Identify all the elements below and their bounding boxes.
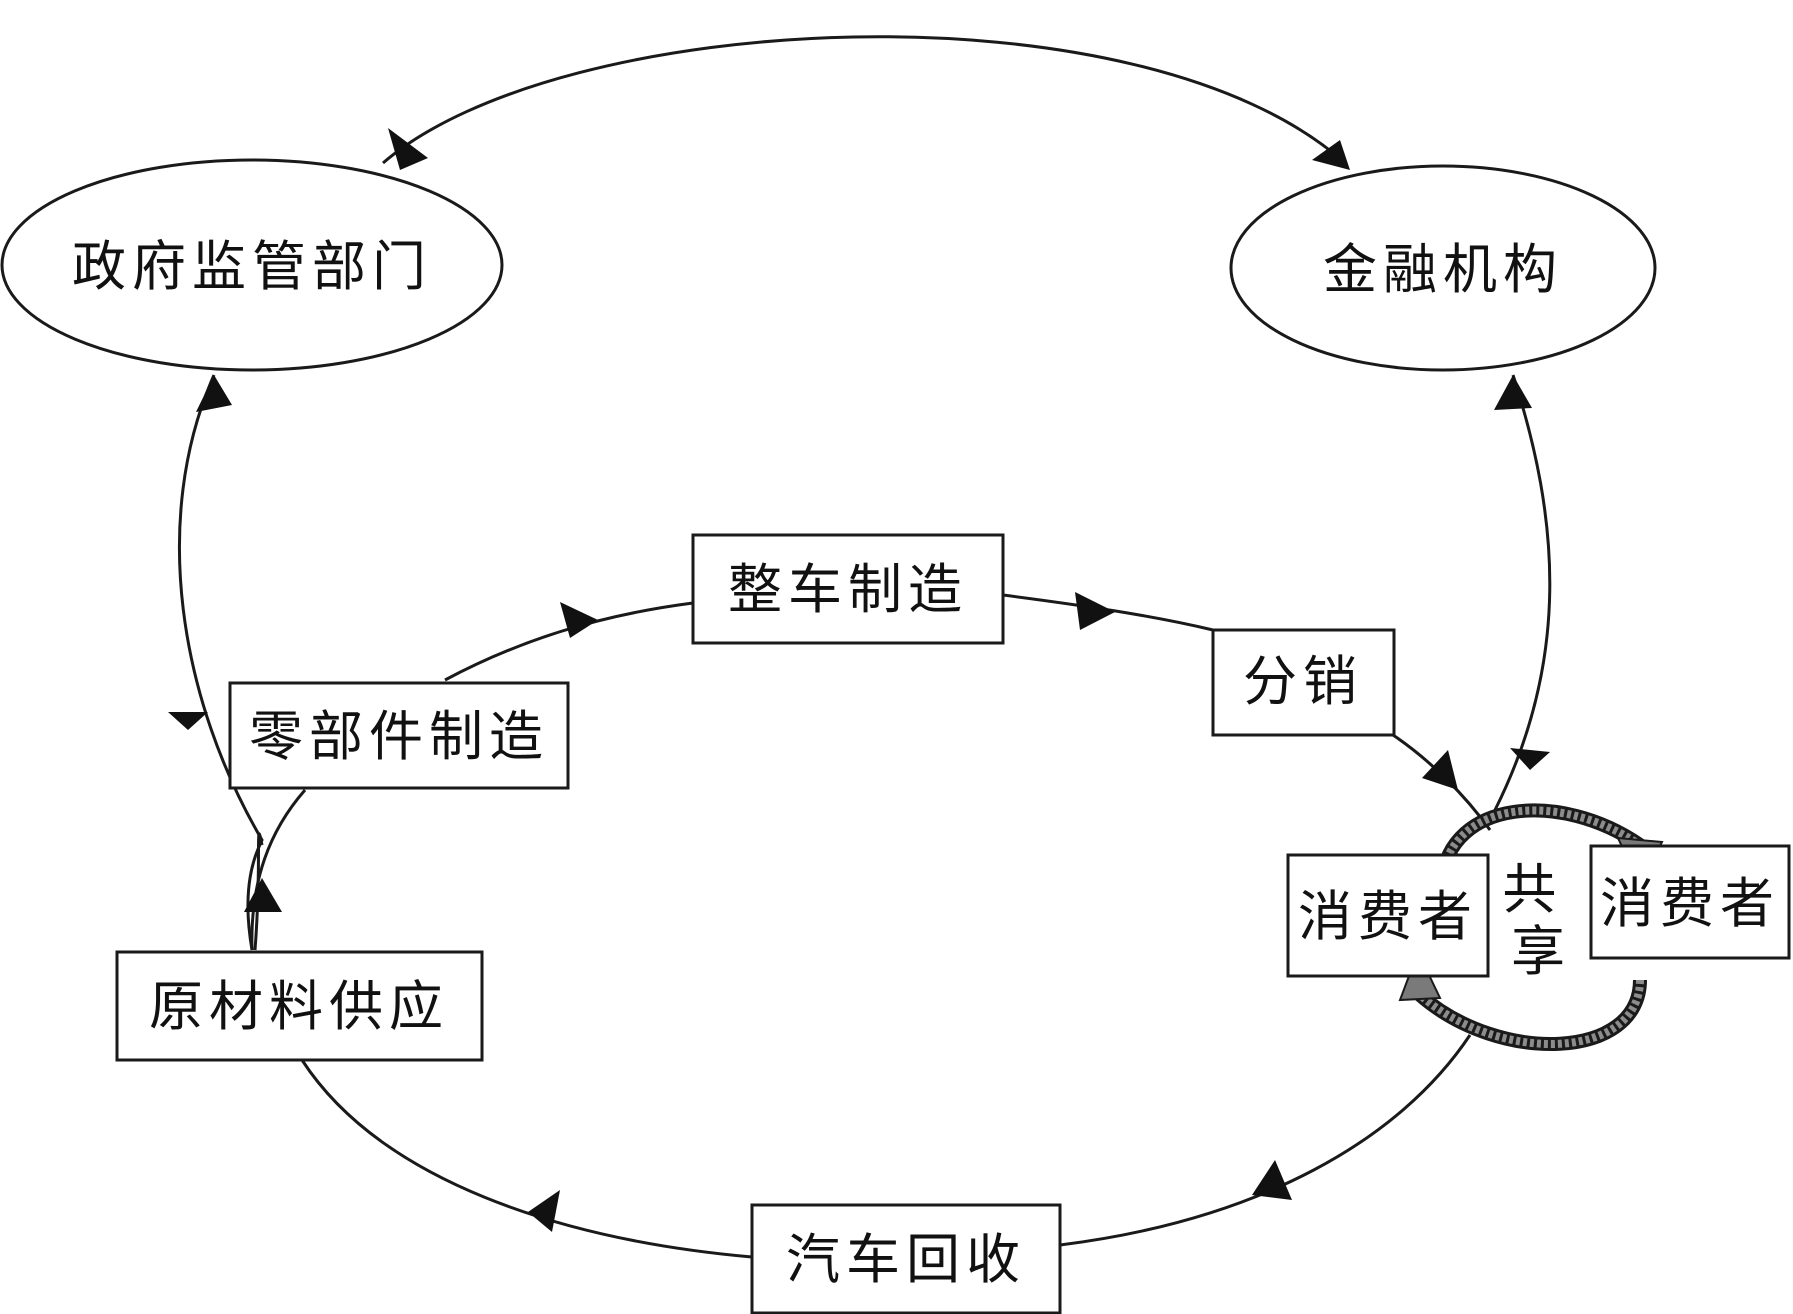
consumer-right-box xyxy=(1589,844,1791,960)
edge-government-finance xyxy=(382,35,1346,165)
arrowhead-to-recycling xyxy=(1252,1160,1292,1200)
node-raw-material-supply: 原材料供应 xyxy=(115,950,484,1062)
parts-manufacturing-label: 零部件制造 xyxy=(249,705,549,768)
node-consumer-left: 消费者 xyxy=(1286,853,1490,978)
government-ellipse xyxy=(0,158,504,372)
node-finance: 金融机构 xyxy=(1229,164,1657,372)
finance-ellipse xyxy=(1229,164,1657,372)
arrowhead-to-rawmaterial xyxy=(528,1190,560,1232)
edge-left-outer-arc xyxy=(178,374,264,951)
edge-parts-vehicle xyxy=(444,601,694,682)
edge-vehicle-distribution xyxy=(1002,593,1214,632)
vehicle-recycling-box xyxy=(750,1203,1062,1314)
distribution-label: 分销 xyxy=(1243,650,1363,713)
vehicle-manufacturing-box xyxy=(691,533,1005,645)
arrowhead-to-finance-right xyxy=(1494,375,1532,410)
edge-recycling-rawmaterial xyxy=(300,1059,753,1259)
arrowhead-to-distribution xyxy=(1075,592,1115,630)
vehicle-recycling-label: 汽车回收 xyxy=(786,1228,1026,1291)
node-distribution: 分销 xyxy=(1211,628,1396,737)
sharing-arc-bottom-fill xyxy=(1417,979,1644,1048)
consumer-left-box xyxy=(1286,853,1490,978)
arrowhead-to-consumer xyxy=(1422,750,1458,790)
arrowhead-to-government-top xyxy=(388,128,428,170)
distribution-box xyxy=(1211,628,1396,737)
raw-material-supply-box xyxy=(115,950,484,1062)
arrowhead-to-finance-top xyxy=(1312,140,1350,170)
sharing-label-line: 共 xyxy=(1502,858,1556,921)
edge-consumer-recycling xyxy=(1059,1034,1472,1247)
sharing-arc-top-fill xyxy=(1438,806,1643,881)
node-consumer-right: 消费者 xyxy=(1589,844,1791,960)
node-government: 政府监管部门 xyxy=(0,158,504,372)
consumer-right-label: 消费者 xyxy=(1600,872,1780,935)
arrowhead-to-government-left xyxy=(196,375,232,412)
parts-manufacturing-box xyxy=(228,681,570,790)
arrowhead-left-outer-down xyxy=(168,712,208,730)
sharing-label-line: 享 xyxy=(1511,920,1565,983)
raw-material-supply-label: 原材料供应 xyxy=(149,975,449,1038)
arrowhead-to-vehicle xyxy=(560,602,598,638)
government-label: 政府监管部门 xyxy=(72,235,432,298)
sharing-label: 共 享 xyxy=(1502,858,1573,983)
finance-label: 金融机构 xyxy=(1323,238,1563,301)
edge-finance-consumer xyxy=(1493,374,1552,811)
node-parts-manufacturing: 零部件制造 xyxy=(228,681,570,790)
arrowhead-to-parts xyxy=(244,878,282,912)
node-vehicle-recycling: 汽车回收 xyxy=(750,1203,1062,1314)
vehicle-manufacturing-label: 整车制造 xyxy=(728,558,968,621)
consumer-left-label: 消费者 xyxy=(1298,885,1478,948)
edge-rawmaterial-parts xyxy=(250,789,307,951)
node-vehicle-manufacturing: 整车制造 xyxy=(691,533,1005,645)
arrowhead-right-outer-down xyxy=(1510,748,1550,770)
